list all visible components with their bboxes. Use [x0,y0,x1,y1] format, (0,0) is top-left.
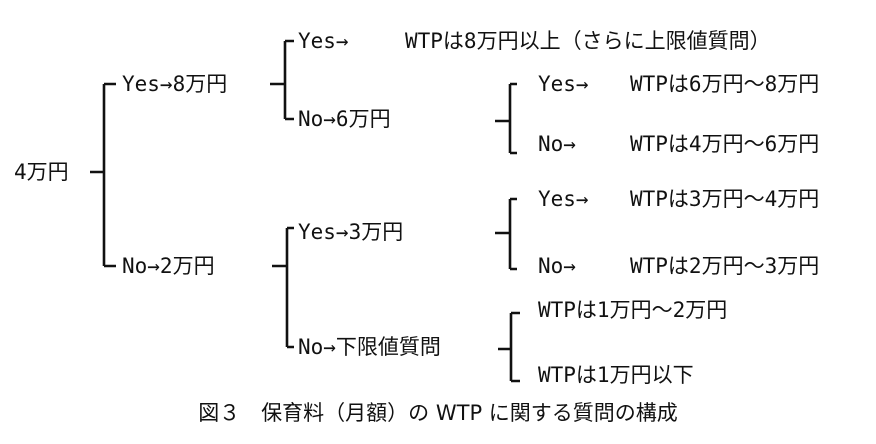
result-1man-below: WTPは1万円以下 [538,363,694,387]
branch-6man-yes-label: Yes→ [538,72,589,96]
result-1-2man: WTPは1万円～2万円 [538,298,728,322]
result-4-6man: WTPは4万円～6万円 [630,132,820,156]
connector-yes-3man [495,197,517,271]
connector-root [90,82,116,268]
branch-3man-no-label: No→ [538,254,576,278]
branch-6man-no-label: No→ [538,132,576,156]
figure-caption: 図３ 保育料（月額）の WTP に関する質問の構成 [198,401,678,425]
branch-yes-yes-label: Yes→ [298,29,349,53]
branch-yes-8man: Yes→8万円 [122,72,228,96]
result-6-8man: WTPは6万円～8万円 [630,72,820,96]
branch-3man-yes-label: Yes→ [538,187,589,211]
result-2-3man: WTPは2万円～3万円 [630,254,820,278]
result-8man-above: WTPは8万円以上（さらに上限値質問） [405,29,771,53]
branch-no-6man: No→6万円 [298,107,391,131]
branch-no-2man: No→2万円 [122,254,215,278]
root-node-4man: 4万円 [14,160,69,184]
branch-yes-3man: Yes→3万円 [298,220,404,244]
connector-no-6man [495,82,517,155]
result-3-4man: WTPは3万円～4万円 [630,187,820,211]
connector-lower-limit [498,311,520,383]
connector-yes-8man [270,39,294,121]
branch-lower-limit: No→下限値質問 [298,335,441,359]
connector-no-2man [272,226,294,349]
